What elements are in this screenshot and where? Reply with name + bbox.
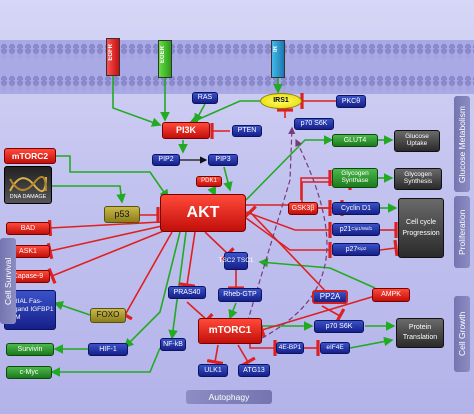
- akt-to-glut4-arrow: [245, 135, 334, 201]
- p70-s6k-bottom-node[interactable]: p70 S6K: [314, 320, 364, 333]
- pip3-to-akt-arrow: [223, 166, 233, 192]
- mtorc1-inhibits-atg13: [237, 344, 256, 368]
- pdk1-node[interactable]: PDK1: [196, 176, 222, 187]
- ampk-to-tsc-arrow: [258, 257, 376, 289]
- pras40-inhibits-mtorc1: [186, 301, 214, 328]
- p70-s6k-top-node[interactable]: p70 S6K: [294, 118, 334, 130]
- survivin-node[interactable]: Survivin: [6, 343, 54, 356]
- mtorc2-to-akt-arrow: [56, 155, 169, 200]
- glucose-metabolism-label: Glucose Metabolism: [454, 96, 470, 192]
- ulk1-node[interactable]: ULK1: [198, 364, 228, 377]
- pdk1-to-akt-arrow: [207, 185, 217, 197]
- p27-inhibits-cell-cycle: [379, 239, 399, 257]
- irs1-to-pi3k-arrow: [188, 100, 260, 125]
- dna-damage-node[interactable]: DNA DAMAGE: [4, 166, 52, 204]
- akt-inhibits-capase9: [47, 229, 167, 285]
- glut4-node[interactable]: GLUT4: [332, 134, 378, 147]
- eif4e-node[interactable]: eIF4E: [320, 342, 350, 354]
- foxo-node[interactable]: FOXO: [90, 308, 126, 323]
- pten-node[interactable]: PTEN: [232, 125, 262, 137]
- atg13-node[interactable]: ATG13: [238, 364, 270, 377]
- ras-node[interactable]: RAS: [192, 92, 218, 104]
- glycogen-synthase-node[interactable]: Glycogen Synthase: [332, 168, 378, 188]
- cell-survival-label: Cell Survival: [0, 238, 16, 324]
- ir-receptor: IR: [271, 40, 285, 78]
- hif1-node[interactable]: HIF-1: [88, 343, 128, 356]
- cmyc-node[interactable]: c-Myc: [6, 366, 52, 379]
- akt-inhibits-pras40: [178, 231, 196, 288]
- eger-receptor: EGER: [158, 40, 172, 78]
- mtorc1-feedback-dashed-arrow: [244, 126, 296, 331]
- akt-to-hif1-arrow: [123, 231, 181, 349]
- membrane-outer-leaflet: [0, 43, 474, 59]
- rheb-gtp-node[interactable]: Rheb-GTP: [218, 288, 262, 302]
- dna-helix-icon: [9, 176, 47, 193]
- nfkb-to-cmyc-arrow: [50, 347, 161, 377]
- egfr-to-pi3k-arrow: [112, 60, 162, 127]
- eif4e-to-translation-arrow: [349, 336, 394, 349]
- akt-node[interactable]: AKT: [160, 194, 246, 232]
- akt-inhibits-p27: [245, 217, 332, 258]
- akt-to-nfkb-arrow: [168, 231, 187, 340]
- gsk3b-node[interactable]: GSK3β: [288, 202, 318, 215]
- tsc1-label: TSC1: [236, 257, 254, 265]
- akt-inhibits-gsk3b: [246, 174, 352, 206]
- ampk-inhibits-mtorc1: [258, 295, 376, 339]
- bad-node[interactable]: BAD: [6, 222, 50, 235]
- mtorc2-node[interactable]: mTORC2: [4, 148, 56, 164]
- pp2a-inhibits-akt: [243, 205, 333, 299]
- protein-translation-node[interactable]: Protein Translation: [396, 318, 444, 348]
- akt-inhibits-ask1: [46, 225, 163, 260]
- pip3-node[interactable]: PIP3: [208, 154, 238, 166]
- rheb-to-mtorc1-arrow: [228, 302, 238, 320]
- nfkb-node[interactable]: NF-kB: [160, 338, 186, 351]
- tsc2-label: TSC2: [218, 257, 236, 265]
- pip2-node[interactable]: PIP2: [152, 154, 180, 166]
- tsc2-tsc1-node[interactable]: TSC2 TSC1: [218, 252, 254, 270]
- proliferation-label: Proliferation: [454, 196, 470, 268]
- p53-node[interactable]: p53: [104, 206, 140, 223]
- pi3k-node[interactable]: PI3K: [162, 122, 210, 139]
- p27-superscript: Kip2: [357, 246, 367, 252]
- ampk-node[interactable]: AMPK: [372, 288, 410, 302]
- akt-inhibits-p21: [245, 211, 332, 238]
- akt-inhibits-bad: [47, 219, 161, 237]
- ras-to-pi3k-arrow: [194, 103, 206, 124]
- 4ebp1-node[interactable]: 4E-BP1: [276, 342, 304, 354]
- glucose-uptake-node[interactable]: Glucose Uptake: [394, 130, 440, 152]
- akt-inhibits-foxo: [117, 231, 173, 321]
- pkc-theta-node[interactable]: PKCθ: [336, 95, 366, 108]
- dna-damage-to-p53-arrow: [52, 185, 126, 204]
- mtorc1-node[interactable]: mTORC1: [198, 318, 262, 344]
- p70-feedback-dashed-arrow: [261, 138, 328, 339]
- cell-cycle-progression-node[interactable]: Cell cycle Progression: [398, 198, 444, 258]
- p21-label: p21: [339, 225, 352, 233]
- autophagy-link: [190, 345, 210, 362]
- glycogen-synthesis-node[interactable]: Glycogen Synthesis: [394, 168, 442, 190]
- cell-growth-label: Cell Growth: [454, 296, 470, 372]
- foxo-to-trial-arrow: [53, 301, 91, 316]
- pras40-node[interactable]: PRAS40: [168, 286, 206, 299]
- membrane-inner-leaflet: [0, 75, 474, 91]
- pp2a-node[interactable]: PP2A: [312, 290, 348, 304]
- mtorc1-inhibits-ulk1: [206, 344, 224, 365]
- dna-damage-label: DNA DAMAGE: [9, 194, 47, 201]
- p27-label: p27: [345, 245, 358, 253]
- p21-superscript: Cip1/Waf1: [351, 226, 373, 232]
- irs1-node[interactable]: IRS1: [260, 93, 302, 109]
- autophagy-label: Autophagy: [186, 390, 272, 404]
- gsk3b-inhibits-glycogen-synthase: [300, 170, 332, 200]
- pp2a-inhibits-p70: [321, 305, 346, 324]
- akt-inhibits-tsc: [204, 231, 235, 261]
- egfr-receptor: EGFR: [106, 38, 120, 76]
- cyclin-d1-node[interactable]: Cyclin D1: [332, 202, 380, 215]
